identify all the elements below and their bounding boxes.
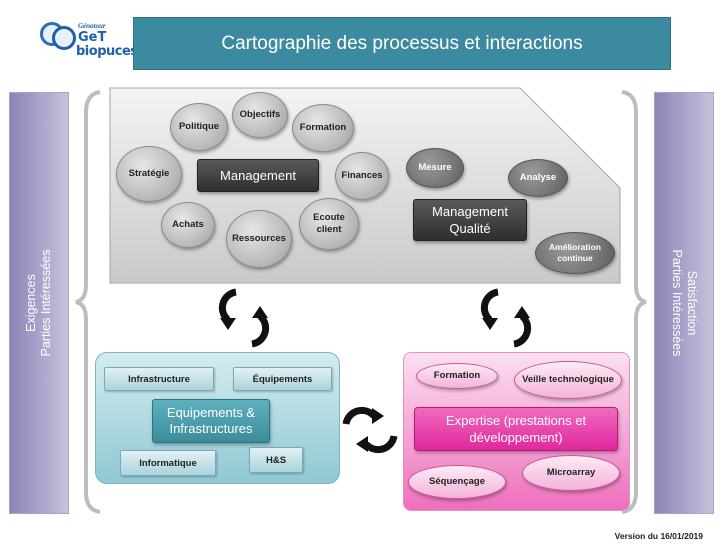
item-microarray: Microarray <box>522 455 620 491</box>
bubble-mesure: Mesure <box>406 148 464 188</box>
bubble-finances: Finances <box>335 152 389 200</box>
quality-box: Management Qualité <box>413 199 527 241</box>
bubble-strategie: Stratégie <box>116 146 182 202</box>
logo-text-biopuces: biopuces <box>76 44 138 59</box>
logo-ring-icon <box>52 26 76 50</box>
bubble-achats: Achats <box>161 202 215 248</box>
right-brace-icon <box>621 90 647 514</box>
bubble-politique: Politique <box>170 103 228 151</box>
requirements-panel: Exigences Parties Intéressées <box>9 92 69 514</box>
bubble-ecoute-client: Ecoute client <box>299 198 359 250</box>
logo-text-get: GeT <box>78 30 107 45</box>
cycle-arrow-bottom-icon <box>342 406 398 454</box>
equipements-panel: Infrastructure Équipements Equipements &… <box>95 352 340 484</box>
bubble-ressources: Ressources <box>226 210 292 268</box>
item-informatique: Informatique <box>120 450 216 476</box>
bubble-formation: Formation <box>292 104 354 152</box>
item-veille-technologique: Veille technologique <box>514 361 622 399</box>
item-infrastructure: Infrastructure <box>104 367 214 391</box>
expertise-box: Expertise (prestations et développement) <box>414 407 618 451</box>
bubble-analyse: Analyse <box>508 159 568 197</box>
logo: Génotour GeT biopuces <box>38 16 138 60</box>
logo-text-genotour: Génotour <box>78 22 106 30</box>
item-sequencage: Séquençage <box>408 465 506 499</box>
version-text: Version du 16/01/2019 <box>614 531 703 541</box>
left-brace-icon <box>75 90 101 514</box>
cycle-arrow-right-icon <box>480 288 532 348</box>
expertise-panel: Formation Veille technologique Expertise… <box>403 352 630 511</box>
equipements-box: Equipements & Infrastructures <box>152 399 270 443</box>
management-box: Management <box>197 159 319 192</box>
item-formation: Formation <box>416 363 498 389</box>
item-equipements: Équipements <box>233 367 332 391</box>
cycle-arrow-left-icon <box>218 288 270 348</box>
item-hs: H&S <box>249 447 303 473</box>
satisfaction-panel: Satisfaction Parties Intéressées <box>654 92 714 514</box>
bubble-amelioration-continue: Amélioration continue <box>535 232 615 274</box>
page-title: Cartographie des processus et interactio… <box>133 17 671 70</box>
bubble-objectifs: Objectifs <box>232 92 288 138</box>
